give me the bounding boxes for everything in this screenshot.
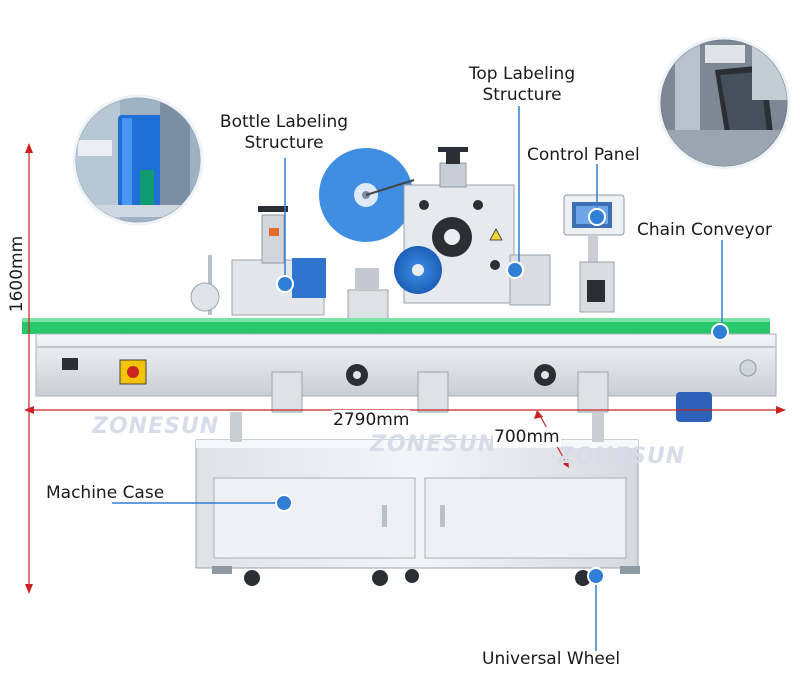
watermark: ZONESUN xyxy=(370,432,498,457)
callout-dot-control-panel xyxy=(588,208,606,226)
bottle-labeling-station xyxy=(190,206,389,331)
label-top-labeling-line-2: Structure xyxy=(482,85,562,105)
callout-dot-machine-case xyxy=(275,494,293,512)
label-machine-case: Machine Case xyxy=(46,483,165,503)
bottle-labeling-zoom-inset xyxy=(72,94,204,226)
callout-lines xyxy=(112,106,723,651)
chain-conveyor-rail xyxy=(22,318,777,422)
label-control-panel: Control Panel xyxy=(527,145,640,165)
callout-dot-top-labeling xyxy=(506,261,524,279)
callout-dot-bottle-labeling xyxy=(276,275,294,293)
callout-dot-universal-wheel xyxy=(587,567,605,585)
label-universal-wheel: Universal Wheel xyxy=(482,649,621,669)
callout-dot-chain-conveyor xyxy=(711,323,729,341)
label-bottle-labeling-line-2: Structure xyxy=(244,133,324,153)
label-top-labeling-line-1: Top Labeling xyxy=(468,64,576,84)
universal-wheels xyxy=(212,566,640,586)
callout-dots xyxy=(275,208,729,585)
dimension-width: 700mm xyxy=(493,427,561,447)
chain-conveyor-zoom-inset xyxy=(657,36,791,170)
watermark: ZONESUN xyxy=(92,414,220,439)
label-chain-conveyor: Chain Conveyor xyxy=(637,220,772,240)
top-labeling-head xyxy=(394,147,551,306)
dimension-height: 1600mm xyxy=(7,233,27,315)
label-roll-disc xyxy=(319,148,415,242)
watermark: ZONESUN xyxy=(558,444,686,469)
label-bottle-labeling-line-1: Bottle Labeling xyxy=(219,112,349,132)
label-top-labeling-structure: Top Labeling Structure xyxy=(452,64,592,106)
label-bottle-labeling-structure: Bottle Labeling Structure xyxy=(203,112,365,154)
dimension-length: 2790mm xyxy=(332,410,411,430)
machine-case-body xyxy=(195,412,639,569)
